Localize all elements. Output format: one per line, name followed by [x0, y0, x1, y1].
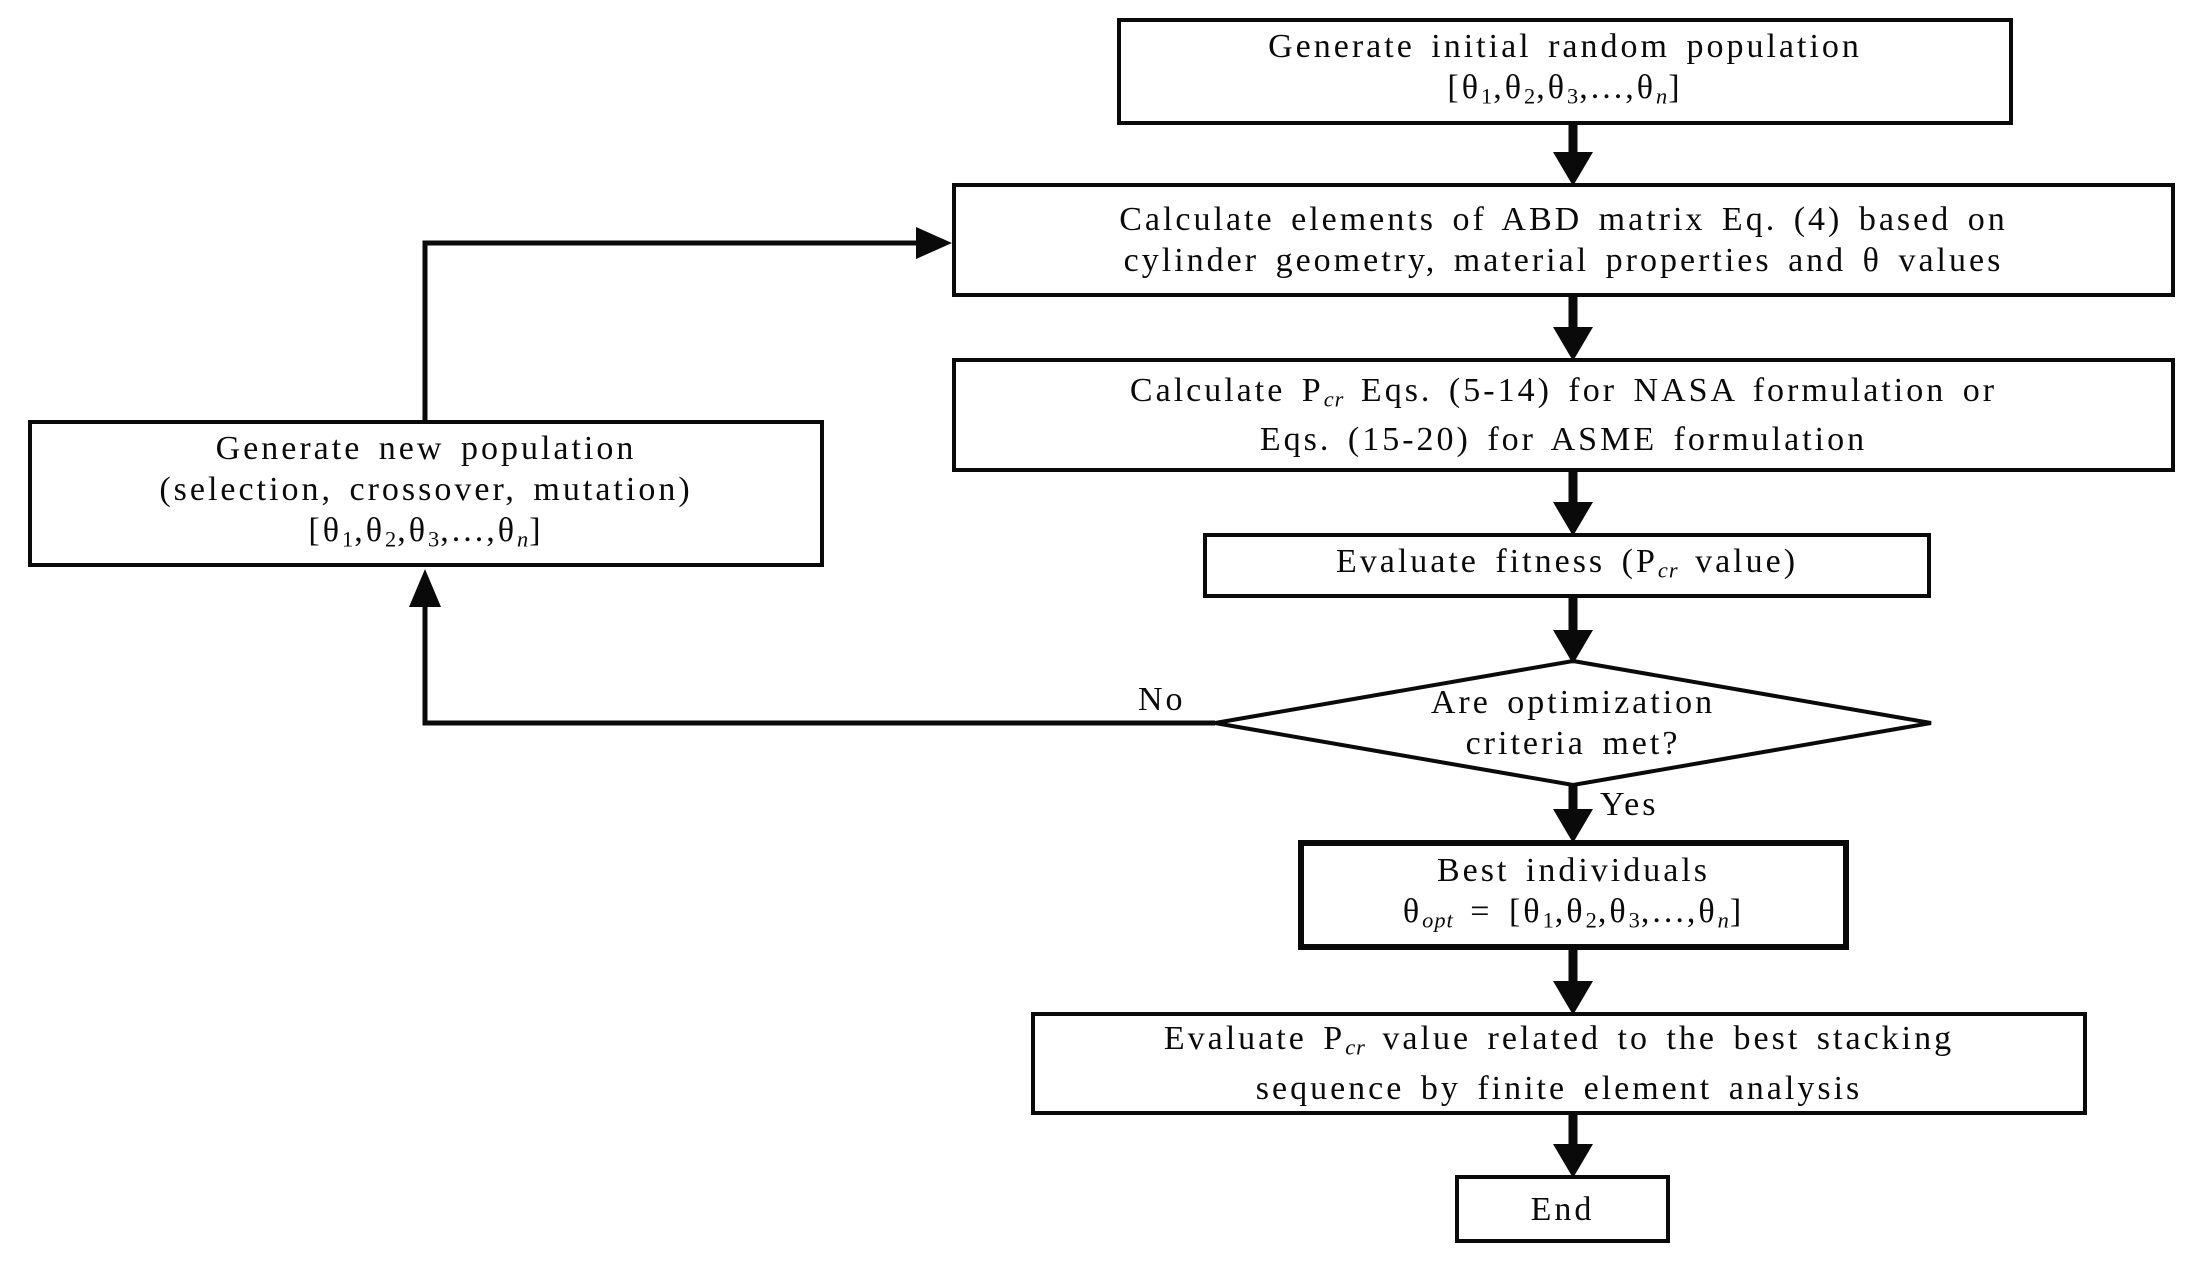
- no-branch-label: No: [1138, 681, 1186, 718]
- evaluate-fem-node: Evaluate Pcr value related to the best s…: [1031, 1012, 2087, 1115]
- optimization-criteria-decision-node: Are optimization criteria met?: [1215, 661, 1931, 785]
- arrow-pcr-to-fitness: [1553, 470, 1593, 536]
- text-line: (selection, crossover, mutation): [159, 470, 693, 508]
- generate-new-population-node: Generate new population(selection, cross…: [28, 420, 824, 567]
- text-line: Eqs. (15-20) for ASME formulation: [1259, 421, 1868, 459]
- no-feedback-line: [409, 569, 1215, 726]
- arrow-abd-to-pcr: [1553, 295, 1593, 361]
- end-node: End: [1455, 1175, 1670, 1243]
- text-line: Evaluate Pcr value related to the best s…: [1163, 1020, 1955, 1060]
- arrow-fem-to-end: [1553, 1113, 1593, 1178]
- text-line: sequence by finite element analysis: [1255, 1069, 1863, 1107]
- generate-initial-population-node: Generate initial random population[θ1,θ2…: [1117, 18, 2013, 125]
- text-line: End: [1530, 1190, 1595, 1228]
- loopback-line: [422, 227, 952, 420]
- text-line: criteria met?: [1465, 725, 1681, 762]
- text-line: [θ1,θ2,θ3,...,θn]: [1447, 69, 1683, 109]
- text-line: Best individuals: [1436, 851, 1711, 889]
- text-line: Calculate Pcr Eqs. (5-14) for NASA formu…: [1129, 371, 1998, 412]
- evaluate-fitness-node: Evaluate fitness (Pcr value): [1203, 533, 1931, 598]
- text-line: [θ1,θ2,θ3,...,θn]: [308, 511, 544, 552]
- text-line: Generate new population: [215, 429, 637, 467]
- text-line: θopt = [θ1,θ2,θ3,...,θn]: [1402, 892, 1745, 933]
- text-line: Generate initial random population: [1268, 28, 1862, 66]
- calculate-pcr-node: Calculate Pcr Eqs. (5-14) for NASA formu…: [952, 358, 2175, 472]
- arrow-best-to-fem: [1553, 948, 1593, 1015]
- arrow-fitness-to-decision: [1553, 596, 1593, 664]
- arrow-start-to-abd: [1553, 123, 1593, 186]
- text-line: Calculate elements of ABD matrix Eq. (4)…: [1119, 201, 2008, 238]
- arrow-decision-to-best: [1553, 783, 1593, 843]
- text-line: Evaluate fitness (Pcr value): [1335, 542, 1799, 583]
- calculate-abd-matrix-node: Calculate elements of ABD matrix Eq. (4)…: [952, 183, 2175, 297]
- text-line: cylinder geometry, material properties a…: [1123, 242, 2004, 279]
- text-line: Are optimization: [1430, 684, 1716, 721]
- yes-branch-label: Yes: [1600, 786, 1659, 823]
